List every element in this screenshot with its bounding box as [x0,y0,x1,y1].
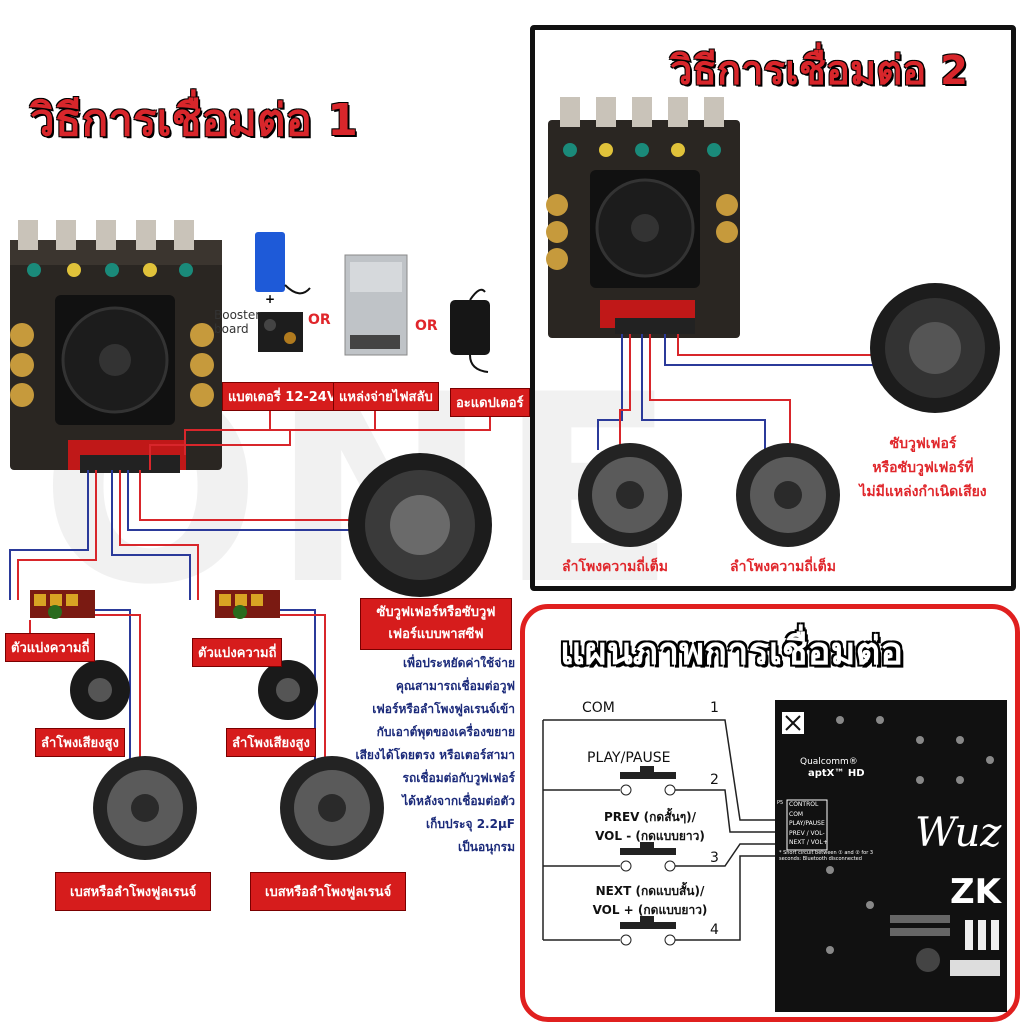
pin-1-label: 1 [710,700,719,716]
or-label-1: OR [308,312,331,328]
aptx-label: aptX™ HD [808,768,865,779]
adapter-icon [450,288,490,373]
tweeter-right-icon [258,660,318,720]
note-line: เพื่อประหยัดค่าใช้จ่าย [402,656,515,670]
crossover-right-icon [215,590,280,619]
battery-label: แบตเตอรี่ 12-24V [222,382,343,411]
note-line: คุณสามารถเชื่อมต่อวูฟ [395,679,515,693]
prev-line-2: VOL - (กดแบบยาว) [595,829,705,843]
board-model: ZK [950,872,1001,912]
battery-icon [255,232,311,295]
pin-row: CONTROL [789,801,819,808]
crossover-right-label: ตัวแบ่งความถี่ [192,638,283,667]
next-label: NEXT (กดแบบสั้น)/ VOL + (กดแบบยาว) [590,882,710,920]
pin-row: PLAY/PAUSE [789,820,825,827]
note-line: เฟอร์หรือลำโพงฟูลเรนจ์เข้า [372,702,515,716]
subwoofer-label: ซับวูฟเฟอร์หรือซับวูฟเฟอร์แบบพาสซีฟ [360,598,512,650]
woofer-left-icon [93,756,197,860]
adapter-label: อะแดปเตอร์ [450,388,530,417]
next-line-1: NEXT (กดแบบสั้น)/ [595,884,705,898]
prev-label: PREV (กดสั้นๆ)/ VOL - (กดแบบยาว) [590,808,710,846]
fullrange-right-icon [736,443,840,547]
amplifier-board-icon [10,220,222,473]
or-label-2: OR [415,318,438,334]
prev-line-1: PREV (กดสั้นๆ)/ [603,810,697,824]
pin-prefix: P5 [777,800,784,806]
note-line: รถเชื่อมต่อกับวูฟเฟอร์ [402,771,515,785]
diagram-title: แผนภาพการเชื่อมต่อ [560,629,904,673]
sub-line: หรือซับวูฟเฟอร์ที่ [872,460,974,476]
next-line-2: VOL + (กดแบบยาว) [592,903,708,917]
pin-2-label: 2 [710,772,719,788]
amplifier-board-2-icon [546,97,740,338]
psu-label: แหล่งจ่ายไฟสลับ [333,382,439,411]
method-1-title: วิธีการเชื่อมต่อ 1 [30,95,358,146]
board-note: * Short circuit between ① and ② for 3 se… [779,850,874,862]
pin-4-label: 4 [710,922,719,938]
woofer-right-icon [280,756,384,860]
subwoofer-2-icon [870,283,1000,413]
pin-table: CONTROL COM PLAY/PAUSE PREV / VOL- NEXT … [789,800,828,848]
pin-row: PREV / VOL- [789,829,825,837]
note-line: ได้หลังจากเชื่อมต่อตัว [402,794,515,808]
woofer-right-label: เบสหรือลำโพงฟูลเรนจ์ [250,872,407,911]
tweeter-left-label: ลำโพงเสียงสูง [35,728,125,757]
tweeter-right-label: ลำโพงเสียงสูง [226,728,316,757]
fullrange-left-icon [578,443,682,547]
plus-sign: + [265,292,276,306]
qualcomm-label: Qualcomm® [800,757,858,767]
crossover-left-icon [30,590,95,619]
crossover-left-label: ตัวแบ่งความถี่ [5,633,96,662]
bluetooth-module-icon [775,700,1007,1012]
fullrange-left-label: ลำโพงความถี่เต็ม [562,559,668,575]
booster-board-icon [258,312,303,352]
power-supply-icon [344,254,408,356]
sub-line: ไม่มีแหล่งกำเนิดเสียง [859,484,987,500]
pin-3-label: 3 [710,850,719,866]
note-line: เสียงได้โดยตรง หรือเตอร์สามา [355,748,515,762]
board-script: Wuz [915,810,1002,856]
tweeter-left-icon [70,660,130,720]
woofer-left-label: เบสหรือลำโพงฟูลเรนจ์ [55,872,212,911]
method-2-frame [530,25,1016,591]
note-line: เป็นอนุกรม [458,840,515,854]
fullrange-right-label: ลำโพงความถี่เต็ม [730,559,836,575]
diagram-frame [520,604,1020,1022]
sub-line: ซับวูฟเฟอร์ [889,436,957,452]
subwoofer-icon [348,453,492,597]
pin-row: COM [789,810,804,818]
note-text: เพื่อประหยัดค่าใช้จ่าย คุณสามารถเชื่อมต่… [330,652,515,859]
subwoofer-2-label: ซับวูฟเฟอร์ หรือซับวูฟเฟอร์ที่ ไม่มีแหล่… [838,432,1008,504]
play-pause-label: PLAY/PAUSE [587,750,671,766]
pin-row: NEXT / VOL+ [789,839,828,846]
note-line: กับเอาต์พุตของเครื่องขยาย [376,725,515,739]
method-2-title: วิธีการเชื่อมต่อ 2 [670,48,969,94]
com-label: COM [582,700,615,716]
note-line: เก็บประจุ 2.2µF [426,817,515,831]
booster-board-label: Booster board [214,308,261,336]
